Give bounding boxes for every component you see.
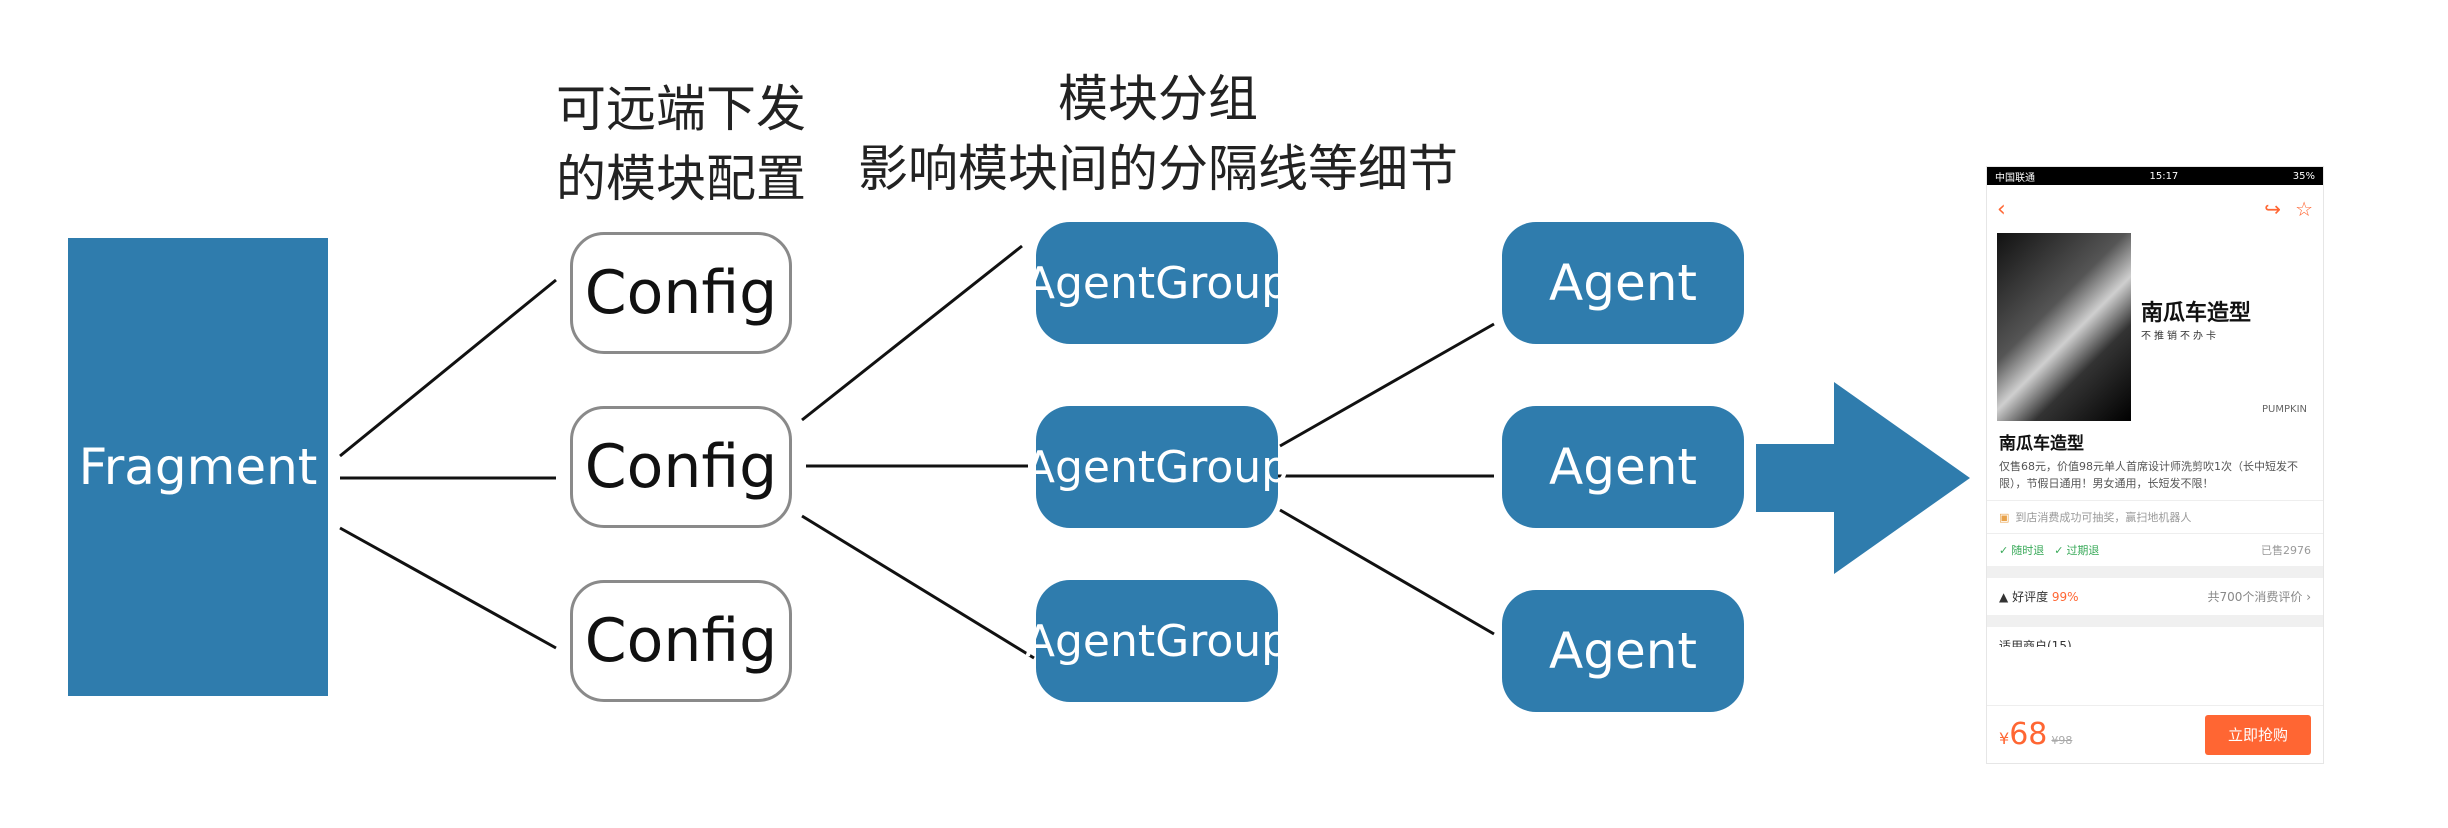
agent-node-1: Agent xyxy=(1502,222,1744,344)
group-caption-line-1: 模块分组 xyxy=(1058,70,1258,128)
purchase-bar: ¥68¥98 立即抢购 xyxy=(1987,705,2323,763)
deal-title: 南瓜车造型 xyxy=(1999,434,2084,454)
thumbs-up-icon: ▲ xyxy=(1999,590,2009,604)
line-group-agent-3 xyxy=(1279,508,1495,636)
config-node-1: Config xyxy=(570,232,792,354)
fragment-node: Fragment xyxy=(68,238,328,696)
deal-banner: 南瓜车造型 不推销不办卡 PUMPKIN xyxy=(1997,233,2313,421)
status-time: 15:17 xyxy=(2149,170,2179,182)
line-config-group-1 xyxy=(801,244,1023,422)
agent-label: Agent xyxy=(1549,622,1697,680)
section-divider xyxy=(1987,615,2323,627)
banner-subtitle: 不推销不办卡 xyxy=(2141,331,2219,342)
config-caption-line-1: 可远端下发 xyxy=(556,80,806,138)
buy-now-button[interactable]: 立即抢购 xyxy=(2205,714,2311,755)
config-node-2: Config xyxy=(570,406,792,528)
flag-label: 随时退 xyxy=(2011,544,2045,557)
config-label: Config xyxy=(584,258,778,328)
agent-group-node-3: AgentGroup xyxy=(1025,580,1289,702)
nav-bar: ‹ ↪ ☆ xyxy=(1987,185,2323,233)
refund-flags: ✓随时退 ✓过期退 已售2976 xyxy=(1987,533,2323,566)
check-icon: ✓ xyxy=(2054,543,2064,557)
price-value: 68 xyxy=(2009,717,2048,752)
group-caption: 模块分组 影响模块间的分隔线等细节 xyxy=(858,64,1458,204)
line-config-group-3 xyxy=(801,514,1035,660)
gift-row[interactable]: ▣ 到店消费成功可抽奖，赢扫地机器人 xyxy=(1987,500,2323,533)
banner-logo: PUMPKIN xyxy=(2262,404,2307,415)
right-arrow xyxy=(1756,382,1970,574)
flag-anytime-refund: ✓随时退 xyxy=(1999,542,2044,558)
rating-value: 99% xyxy=(2051,590,2079,604)
agent-node-3: Agent xyxy=(1502,590,1744,712)
deal-description: 仅售68元，价值98元单人首席设计师洗剪吹1次（长中短发不限），节假日通用！男女… xyxy=(1999,460,2298,490)
chevron-left-icon[interactable]: ‹ xyxy=(1997,196,2006,222)
agent-label: Agent xyxy=(1549,254,1697,312)
agent-group-node-1: AgentGroup xyxy=(1025,222,1289,344)
phone-screenshot: 中国联通 15:17 35% ‹ ↪ ☆ 南瓜车造型 不推销不办卡 PUMPKI… xyxy=(1986,166,2324,764)
rating-row[interactable]: ▲ 好评度 99% 共700个消费评价 › xyxy=(1987,578,2323,615)
review-count: 共700个消费评价 xyxy=(2207,590,2303,604)
banner-brand: 南瓜车造型 xyxy=(2141,301,2252,326)
model-photo xyxy=(1997,233,2131,421)
agent-node-2: Agent xyxy=(1502,406,1744,528)
share-icon[interactable]: ↪ xyxy=(2264,197,2282,221)
group-caption-line-2: 影响模块间的分隔线等细节 xyxy=(858,140,1458,198)
fragment-label: Fragment xyxy=(78,438,318,496)
status-battery: 35% xyxy=(2292,170,2315,182)
price-currency: ¥ xyxy=(1999,729,2010,748)
rating-label: 好评度 xyxy=(2012,590,2049,604)
gift-icon: ▣ xyxy=(1999,510,2010,524)
agent-group-label: AgentGroup xyxy=(1024,257,1290,309)
price: ¥68¥98 xyxy=(1999,717,2072,752)
shop-row[interactable]: 适用商户(15) xyxy=(1987,627,2323,647)
line-fragment-config-1 xyxy=(339,278,557,458)
agent-group-label: AgentGroup xyxy=(1024,615,1290,667)
agent-label: Agent xyxy=(1549,438,1697,496)
flag-expired-refund: ✓过期退 xyxy=(2054,542,2099,558)
agent-group-node-2: AgentGroup xyxy=(1025,406,1289,528)
sold-count: 已售2976 xyxy=(2261,544,2311,557)
config-node-3: Config xyxy=(570,580,792,702)
config-label: Config xyxy=(584,432,778,502)
section-divider xyxy=(1987,566,2323,578)
config-caption: 可远端下发 的模块配置 xyxy=(556,74,806,214)
star-icon[interactable]: ☆ xyxy=(2295,197,2313,221)
original-price: ¥98 xyxy=(2051,734,2073,747)
config-label: Config xyxy=(584,606,778,676)
check-icon: ✓ xyxy=(1999,543,2009,557)
gift-text: 到店消费成功可抽奖，赢扫地机器人 xyxy=(2015,511,2192,524)
flag-label: 过期退 xyxy=(2066,544,2100,557)
shop-label: 适用商户(15) xyxy=(1999,639,2072,647)
line-group-agent-1 xyxy=(1279,322,1495,448)
status-carrier: 中国联通 xyxy=(1995,172,2035,184)
line-fragment-config-3 xyxy=(339,526,557,650)
status-bar: 中国联通 15:17 35% xyxy=(1987,167,2323,185)
agent-group-label: AgentGroup xyxy=(1024,441,1290,493)
chevron-right-icon: › xyxy=(2306,590,2311,604)
config-caption-line-2: 的模块配置 xyxy=(556,150,806,208)
